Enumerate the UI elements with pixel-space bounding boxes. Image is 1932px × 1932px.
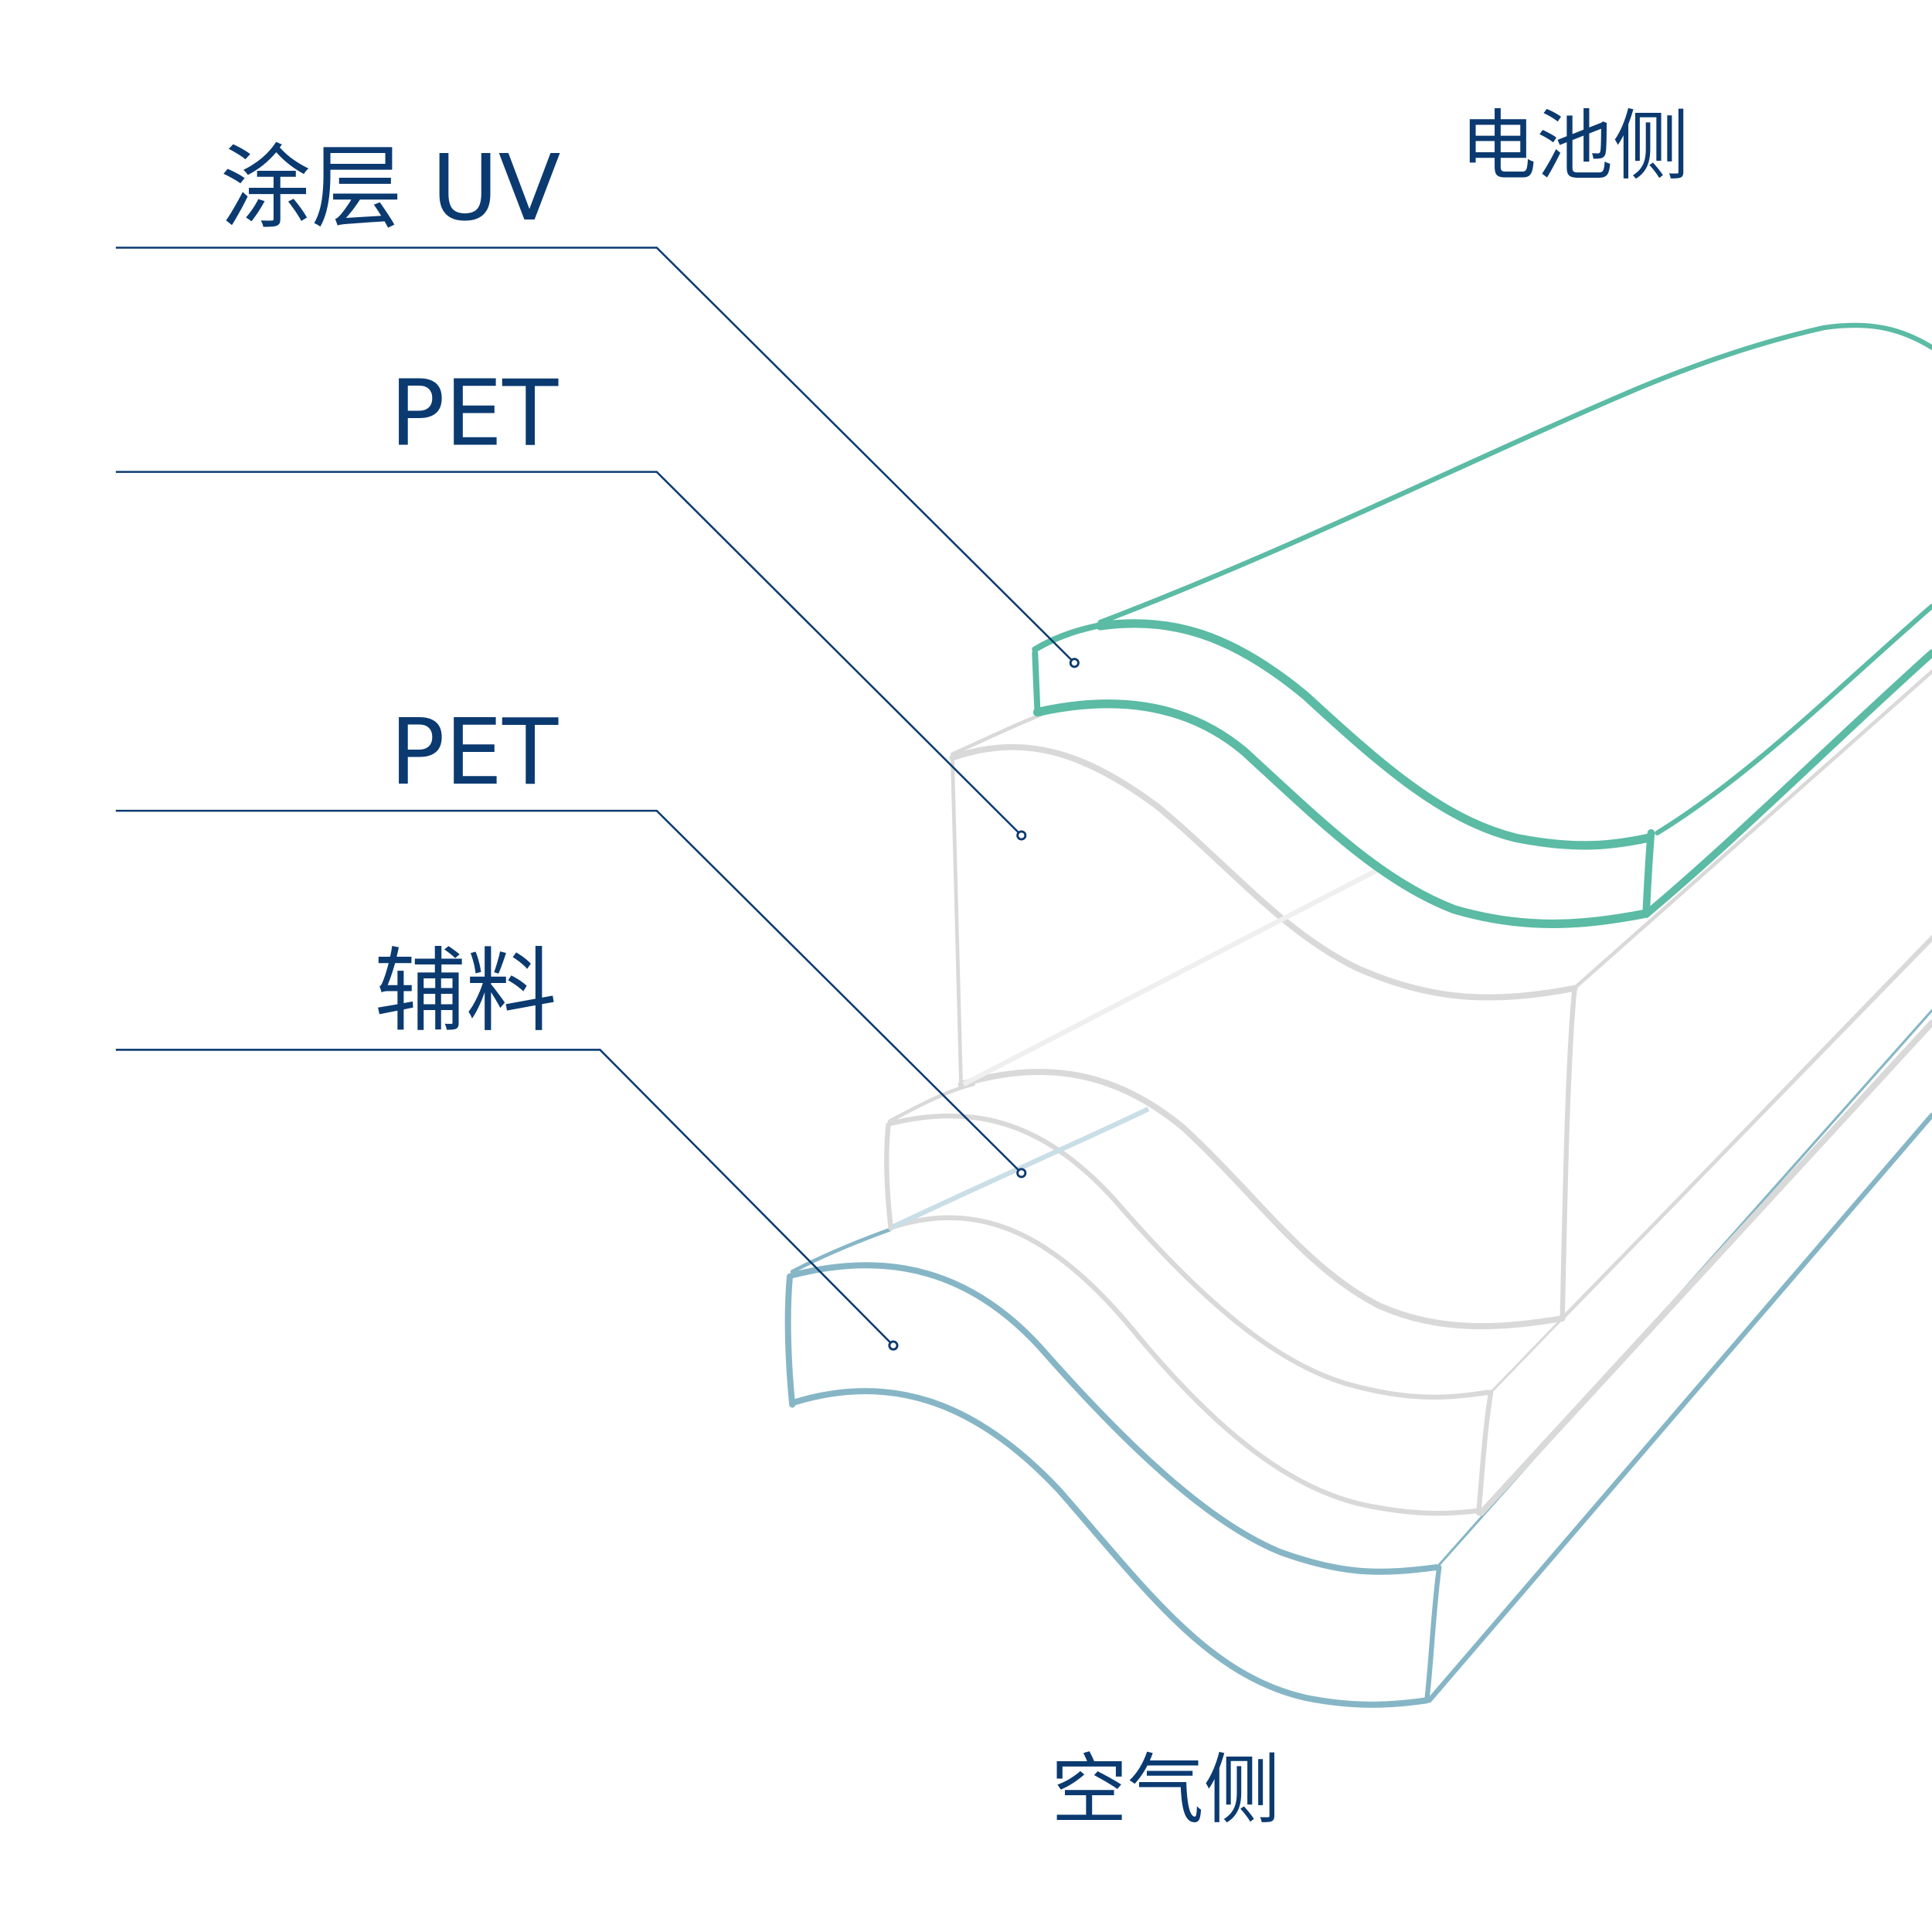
coating-right-edge <box>1642 829 1655 918</box>
pet-upper-bottom-front-edge <box>957 1069 1566 1330</box>
pet-lower-right-edge <box>1476 1389 1494 1516</box>
auxiliary-bottom-side <box>1427 1112 1932 1703</box>
leader-anchor-coating-uv <box>1069 658 1080 668</box>
coating-bottom-side <box>1642 649 1932 918</box>
leader-line-pet-upper <box>115 471 1022 836</box>
pet-lower-bottom-side <box>1478 1019 1932 1516</box>
label-air-side: 空气侧 <box>1051 1746 1281 1835</box>
pet-lower-top-slope <box>887 1082 975 1124</box>
leader-line-pet-lower <box>115 809 1022 1174</box>
auxiliary-bottom-front-edge <box>791 1388 1430 1708</box>
pet-lower-left-edge <box>884 1122 893 1231</box>
pet-upper-right-edge <box>1560 985 1577 1321</box>
pet-upper-inner-diagonal <box>962 866 1382 1087</box>
coating-uv-layer-shape <box>1032 322 1932 928</box>
pet-upper-top-slope <box>951 713 1043 757</box>
pet-upper-top-front-edge <box>949 743 1578 1001</box>
leader-anchor-auxiliary <box>888 1340 899 1351</box>
coating-left-edge <box>1032 650 1041 716</box>
pet-upper-layer-shape <box>949 669 1932 1330</box>
coating-top-slope <box>1032 621 1106 653</box>
label-coating-uv: 涂层 UV <box>220 134 560 241</box>
label-battery-side: 电池侧 <box>1460 102 1689 191</box>
label-pet-upper: PET <box>390 360 560 467</box>
leader-anchor-pet-upper <box>1016 830 1027 841</box>
coating-top-side <box>1655 604 1932 835</box>
pet-upper-top-side <box>1575 669 1932 988</box>
coating-top-front-edge <box>1096 619 1653 850</box>
pet-upper-left-edge <box>951 757 964 1089</box>
auxiliary-top-back-slope <box>790 1227 892 1274</box>
pet-upper-bottom-side <box>1560 937 1932 1321</box>
label-pet-lower: PET <box>390 699 560 805</box>
leader-line-auxiliary <box>115 1049 894 1346</box>
pet-lower-accent-line <box>890 1107 1150 1230</box>
leader-line-coating-uv <box>115 247 1076 664</box>
leader-anchor-pet-lower <box>1016 1168 1027 1179</box>
auxiliary-top-front-edge <box>789 1262 1440 1575</box>
pet-lower-layer-shape <box>884 935 1932 1516</box>
leader-lines <box>115 247 1080 1351</box>
auxiliary-left-edge <box>784 1273 796 1408</box>
auxiliary-right-edge <box>1424 1564 1442 1703</box>
label-auxiliary: 辅料 <box>375 937 557 1044</box>
coating-bottom-front-edge <box>1032 699 1647 928</box>
pet-lower-bottom-front-edge <box>889 1215 1481 1516</box>
coating-top-surface-edge <box>1097 322 1932 625</box>
pet-lower-top-front-edge <box>886 1113 1492 1400</box>
